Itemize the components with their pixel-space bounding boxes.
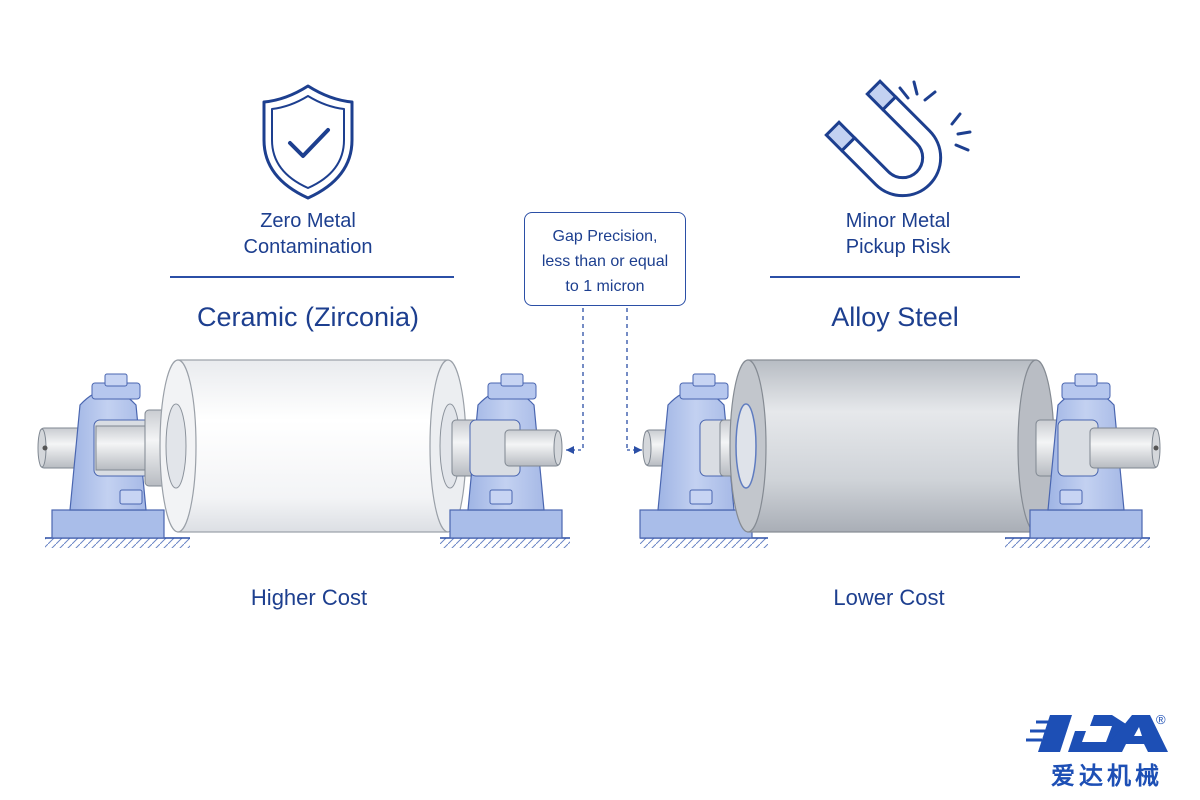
ground-hatch [440,538,570,548]
logo-chinese-text: 爱达机械 [1051,762,1163,790]
shield-check-icon [262,84,354,200]
ground-hatch [45,538,190,548]
pillow-block-bearing [1029,373,1143,539]
callout-line-1: Gap Precision, [552,228,658,245]
steel-feature-line-1: Minor Metal [845,210,951,232]
steel-feature-line-2: Pickup Risk [845,236,951,258]
ceramic-roller-assembly [37,359,570,548]
steel-roller [747,359,1037,533]
ceramic-material-title: Ceramic (Zirconia) [196,302,420,332]
callout-line-3: to 1 micron [565,278,645,295]
ceramic-feature-line-1: Zero Metal [260,210,356,232]
ceramic-divider [170,276,454,278]
gap-precision-callout: Gap Precision, less than or equal to 1 m… [524,212,686,306]
pillow-block-bearing [51,373,165,539]
pillow-block-bearing [639,373,753,539]
steel-divider [770,276,1020,278]
registered-mark: ® [1156,712,1166,727]
steel-roller-assembly [639,359,1161,548]
steel-feature-label: Minor Metal Pickup Risk [748,208,1048,260]
ceramic-cost-label: Higher Cost [250,585,368,610]
ceramic-feature-line-2: Contamination [243,236,373,258]
magnet-spark-lines [898,80,972,152]
steel-material-title: Alloy Steel [831,302,959,332]
steel-cost-label: Lower Cost [833,585,945,610]
gap-indicator [566,308,642,454]
magnet-icon [824,79,943,198]
callout-line-2: less than or equal [541,253,669,270]
ida-logo-mark [1026,715,1168,752]
ceramic-feature-label: Zero Metal Contamination [158,208,458,260]
ceramic-roller [177,359,449,533]
